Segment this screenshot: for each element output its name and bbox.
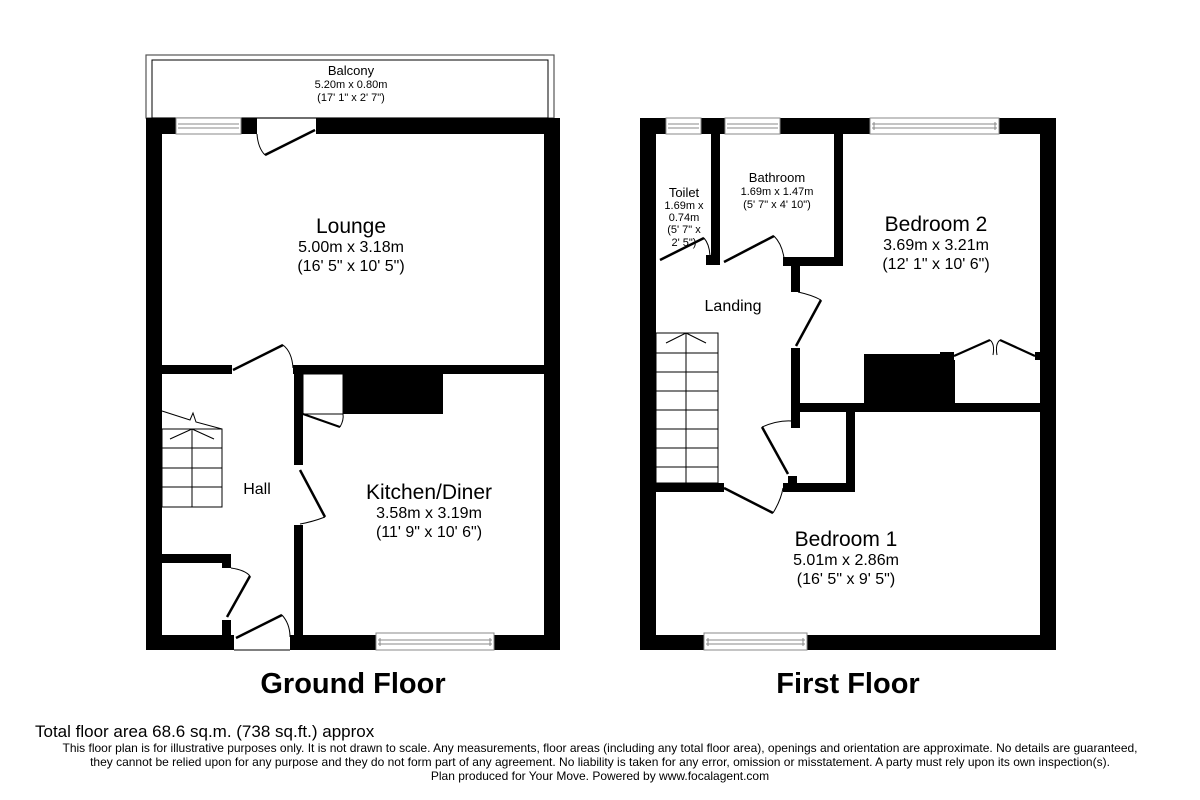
ff-wall-left xyxy=(640,118,656,650)
ff-wall-bathroom-bottom xyxy=(783,257,843,266)
gf-wall-lounge-bottom-left xyxy=(146,365,232,374)
room-label-bedroom-2: Bedroom 2 3.69m x 3.21m (12' 1" x 10' 6"… xyxy=(882,213,989,274)
room-dimensions-metric: 5.20m x 0.80m xyxy=(314,78,388,91)
chimney-breast xyxy=(864,354,948,408)
room-label-kitchen-diner: Kitchen/Diner 3.58m x 3.19m (11' 9" x 10… xyxy=(366,481,492,542)
gf-wall-hall-kitchen-upper xyxy=(294,370,303,465)
room-label-bathroom: Bathroom 1.69m x 1.47m (5' 7" x 4' 10") xyxy=(740,170,814,211)
ff-wall-toilet-bathroom xyxy=(711,118,720,265)
door-icon xyxy=(256,128,316,157)
room-dimensions-imperial: (16' 5" x 9' 5") xyxy=(796,570,896,588)
disclaimer-line-1: This floor plan is for illustrative purp… xyxy=(62,741,1138,755)
room-dimensions-metric: 3.58m x 3.19m xyxy=(376,505,482,523)
ff-wall-cupboard-bottom xyxy=(783,483,855,492)
room-name: Balcony xyxy=(327,63,375,78)
room-name: Toilet xyxy=(668,185,700,200)
gf-wall-bottom-left xyxy=(146,635,234,650)
room-dimensions-metric: 1.69m x xyxy=(664,200,704,213)
gf-wall-lounge-bottom-right xyxy=(293,365,560,374)
room-dimensions-metric: 0.74m xyxy=(668,212,700,225)
room-dimensions-metric: 1.69m x 1.47m xyxy=(740,185,814,198)
disclaimer: This floor plan is for illustrative purp… xyxy=(0,741,1200,783)
door-icon xyxy=(302,413,344,428)
room-name: Bedroom 1 xyxy=(794,528,898,551)
window-icon xyxy=(724,117,781,135)
window-icon xyxy=(665,117,702,135)
gf-wall-left xyxy=(146,118,162,650)
room-label-hall: Hall xyxy=(243,481,271,499)
room-name: Hall xyxy=(243,481,271,498)
ff-wall-bottom-right xyxy=(807,635,1056,650)
room-label-landing: Landing xyxy=(705,298,762,316)
room-name: Kitchen/Diner xyxy=(365,481,493,504)
gf-wall-bottom-right xyxy=(494,635,560,650)
plan-credit: Plan produced for Your Move. Powered by … xyxy=(430,769,770,783)
ff-wall-top-3 xyxy=(780,118,870,134)
window-icon xyxy=(175,117,242,135)
room-dimensions-imperial: (5' 7" x 4' 10") xyxy=(743,198,811,211)
ff-wall-landing-bed2-lower xyxy=(791,348,800,418)
total-floor-area: Total floor area 68.6 sq.m. (738 sq.ft.)… xyxy=(35,722,375,741)
room-label-bedroom-1: Bedroom 1 5.01m x 2.86m (16' 5" x 9' 5") xyxy=(793,528,899,589)
room-label-lounge: Lounge 5.00m x 3.18m (16' 5" x 10' 5") xyxy=(297,215,404,276)
staircase-icon xyxy=(655,332,719,484)
ff-wall-landing-bed1 xyxy=(640,483,724,492)
room-dimensions-imperial: (5' 7" x xyxy=(667,224,701,237)
room-label-balcony: Balcony 5.20m x 0.80m (17' 1" x 2' 7") xyxy=(314,63,388,104)
room-name: Bathroom xyxy=(748,170,806,185)
room-dimensions-metric: 3.69m x 3.21m xyxy=(883,237,989,255)
room-dimensions-metric: 5.01m x 2.86m xyxy=(793,552,899,570)
window-icon xyxy=(703,632,808,651)
ff-wall-bathroom-right xyxy=(834,118,843,266)
door-icon xyxy=(298,469,327,525)
ground-floor-plan xyxy=(145,54,560,651)
first-floor-plan xyxy=(640,117,1056,651)
staircase-icon xyxy=(161,410,223,508)
gf-wall-top-mid xyxy=(241,118,257,134)
gf-wall-hall-kitchen-lower xyxy=(294,525,303,645)
disclaimer-line-2: they cannot be relied upon for any purpo… xyxy=(90,755,1110,769)
room-dimensions-metric: 5.00m x 3.18m xyxy=(298,239,404,257)
window-icon xyxy=(869,117,1000,135)
room-dimensions-imperial: (11' 9" x 10' 6") xyxy=(375,523,483,541)
gf-wall-right xyxy=(544,118,560,650)
gf-wall-bottom-mid xyxy=(290,635,376,650)
ff-wall-bottom-left xyxy=(640,635,704,650)
front-door-icon xyxy=(234,613,291,651)
room-dimensions-imperial: (17' 1" x 2' 7") xyxy=(317,91,385,104)
door-icon xyxy=(794,291,823,347)
room-name: Bedroom 2 xyxy=(884,213,988,236)
room-name: Landing xyxy=(704,298,762,315)
ff-wall-right xyxy=(1040,118,1056,650)
door-icon xyxy=(723,486,784,515)
ff-wall-landing-bed2-upper xyxy=(791,257,800,292)
room-dimensions-imperial: (16' 5" x 10' 5") xyxy=(297,257,405,275)
door-icon xyxy=(760,420,793,475)
room-dimensions-imperial: (12' 1" x 10' 6") xyxy=(882,255,990,273)
room-label-toilet: Toilet 1.69m x 0.74m (5' 7" x 2' 5") xyxy=(664,185,704,249)
door-icon xyxy=(225,567,252,618)
door-icon xyxy=(659,236,711,262)
floor-title-first: First Floor xyxy=(776,668,920,700)
gf-wall-cupboard-top xyxy=(146,554,231,563)
room-dimensions-imperial: 2' 5") xyxy=(671,236,697,249)
door-icon xyxy=(723,234,785,264)
room-name: Lounge xyxy=(315,215,387,238)
floor-title-ground: Ground Floor xyxy=(260,668,446,700)
wardrobe-doors-icon xyxy=(953,338,1036,358)
door-icon xyxy=(232,343,294,372)
window-icon xyxy=(375,632,495,651)
chimney-breast xyxy=(343,374,443,414)
gf-wall-top-right xyxy=(316,118,560,134)
ff-wall-cupboard-right xyxy=(846,410,855,492)
